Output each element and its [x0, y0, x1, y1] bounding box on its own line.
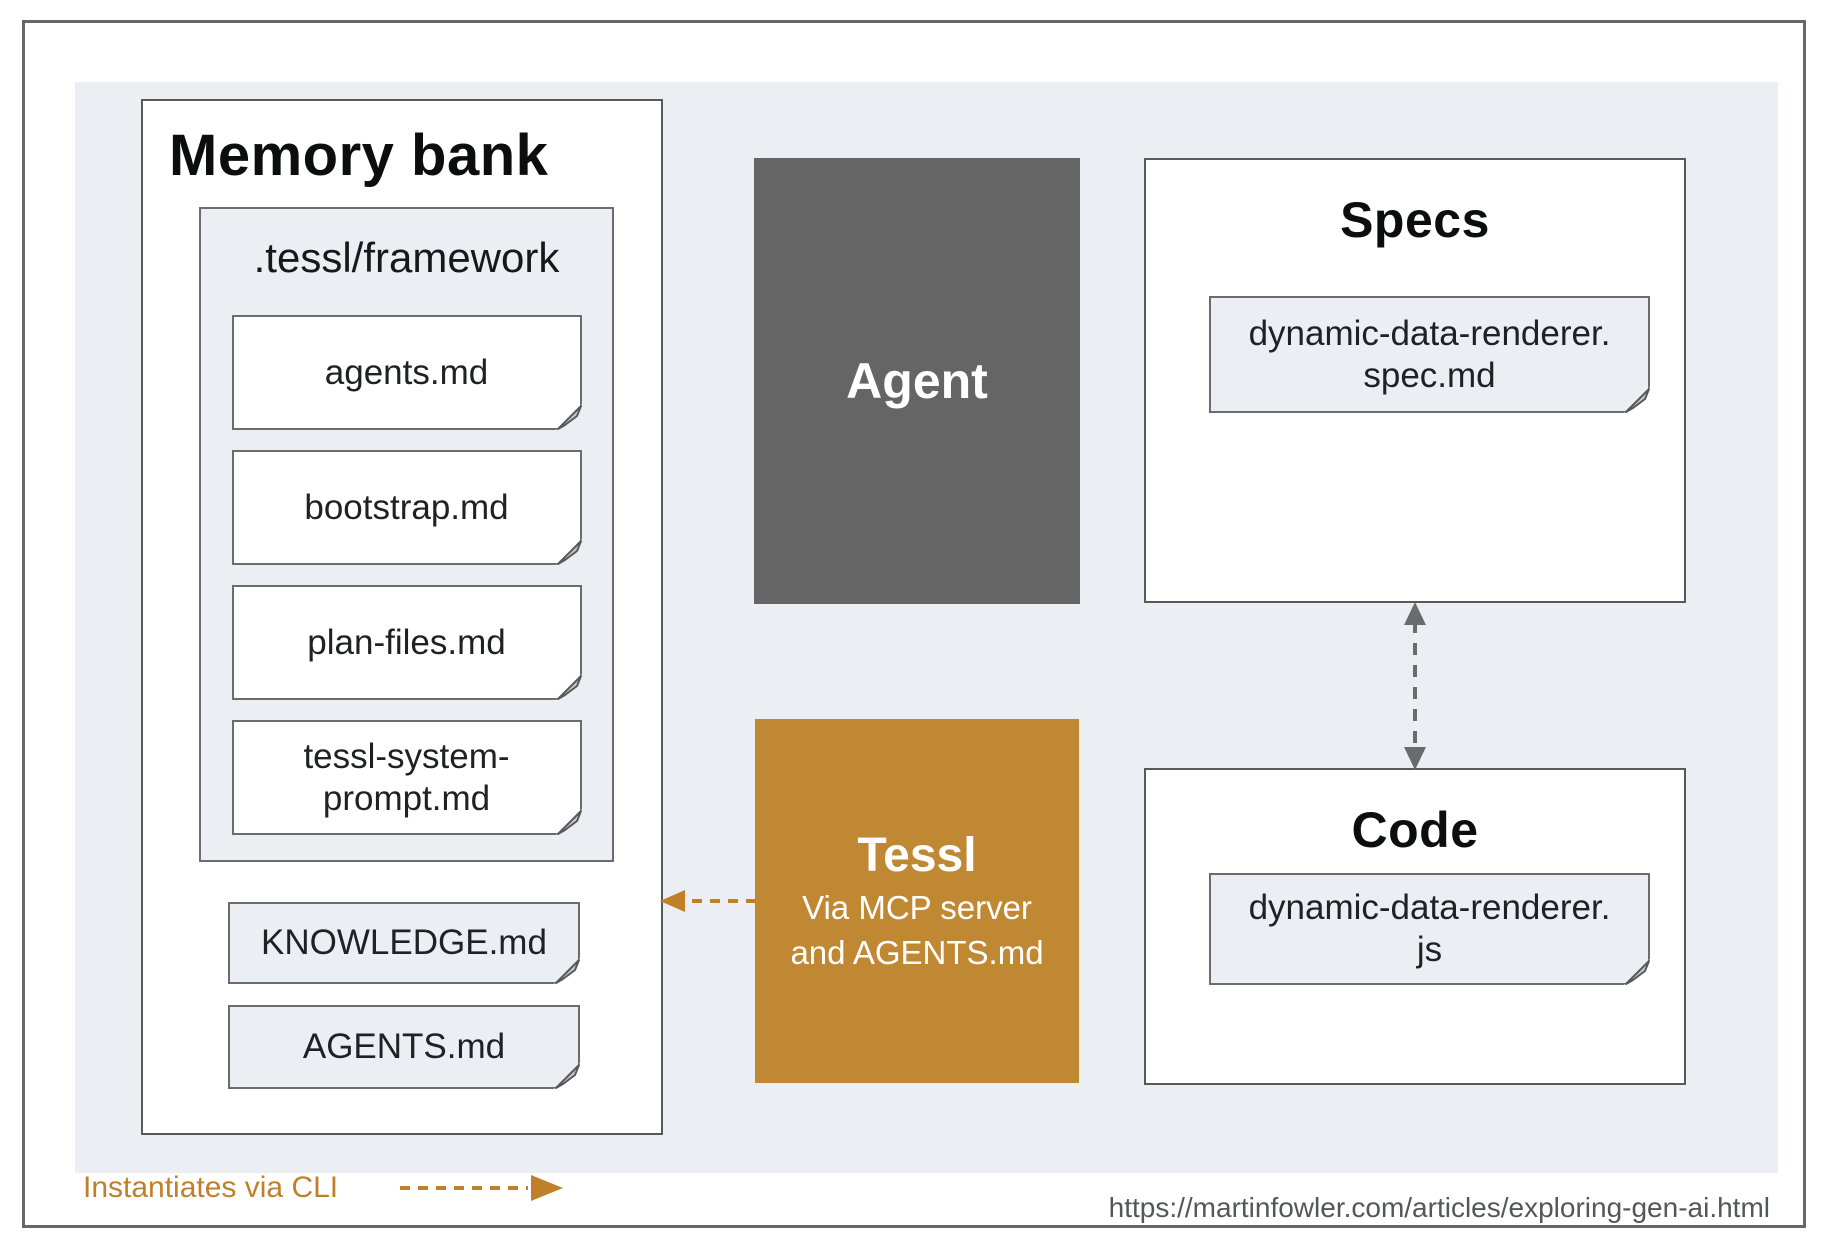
tessl-sublabel-line1: Via MCP server [802, 889, 1032, 926]
tessl-sublabel-line2: and AGENTS.md [790, 934, 1044, 971]
file-card-label: AGENTS.md [302, 1027, 506, 1066]
tessl-framework-container: .tessl/framework agents.md bootstrap.md … [199, 207, 614, 862]
file-card-label: plan-files.md [307, 622, 506, 662]
source-url: https://martinfowler.com/articles/explor… [1108, 1192, 1770, 1223]
specs-box: Specs dynamic-data-renderer. spec.md [1144, 158, 1686, 603]
file-card-label: KNOWLEDGE.md [261, 923, 547, 962]
agent-box: Agent [754, 158, 1080, 604]
file-card-label-line1: dynamic-data-renderer. [1248, 313, 1611, 353]
file-card-label-line1: tessl-system- [303, 736, 510, 776]
file-card-label-line2: prompt.md [322, 778, 491, 818]
folded-corner-icon [555, 809, 582, 835]
file-card-js: dynamic-data-renderer. js [1209, 873, 1650, 985]
memory-bank-box: Memory bank .tessl/framework agents.md b… [141, 99, 663, 1135]
file-card-plan-files-md: plan-files.md [231, 585, 582, 700]
file-card-label-line1: dynamic-data-renderer. [1248, 888, 1611, 927]
folded-corner-icon [555, 404, 582, 430]
code-box: Code dynamic-data-renderer. js [1144, 768, 1686, 1085]
file-card-label: agents.md [324, 352, 489, 392]
file-card-bootstrap-md: bootstrap.md [231, 450, 582, 565]
legend-instantiates-via-cli: Instantiates via CLI [83, 1171, 339, 1204]
file-card-agents-md: agents.md [231, 315, 582, 430]
tessl-label: Tessl [857, 829, 977, 882]
memory-bank-title: Memory bank [169, 123, 549, 188]
tessl-framework-label: .tessl/framework [253, 234, 560, 281]
agent-label: Agent [846, 353, 988, 409]
instantiates-legend-arrow [400, 1175, 563, 1201]
file-card-agents-root-md: AGENTS.md [228, 1005, 580, 1089]
folded-corner-icon [1624, 959, 1650, 985]
specs-title: Specs [1340, 192, 1490, 248]
file-card-label-line2: spec.md [1363, 355, 1496, 395]
tessl-box: Tessl Via MCP server and AGENTS.md [755, 719, 1079, 1083]
folded-corner-icon [554, 1063, 580, 1089]
file-card-spec-md: dynamic-data-renderer. spec.md [1209, 296, 1650, 413]
file-card-tessl-system-prompt-md: tessl-system- prompt.md [231, 720, 582, 835]
file-card-label: bootstrap.md [304, 487, 509, 527]
specs-code-double-arrow [1404, 602, 1426, 770]
folded-corner-icon [555, 539, 582, 565]
tessl-to-memory-bank-arrow [660, 890, 756, 912]
file-card-knowledge-md: KNOWLEDGE.md [228, 902, 580, 984]
code-title: Code [1351, 802, 1479, 858]
folded-corner-icon [554, 958, 580, 984]
folded-corner-icon [1624, 387, 1650, 413]
file-card-label-line2: js [1416, 930, 1443, 969]
folded-corner-icon [555, 674, 582, 700]
